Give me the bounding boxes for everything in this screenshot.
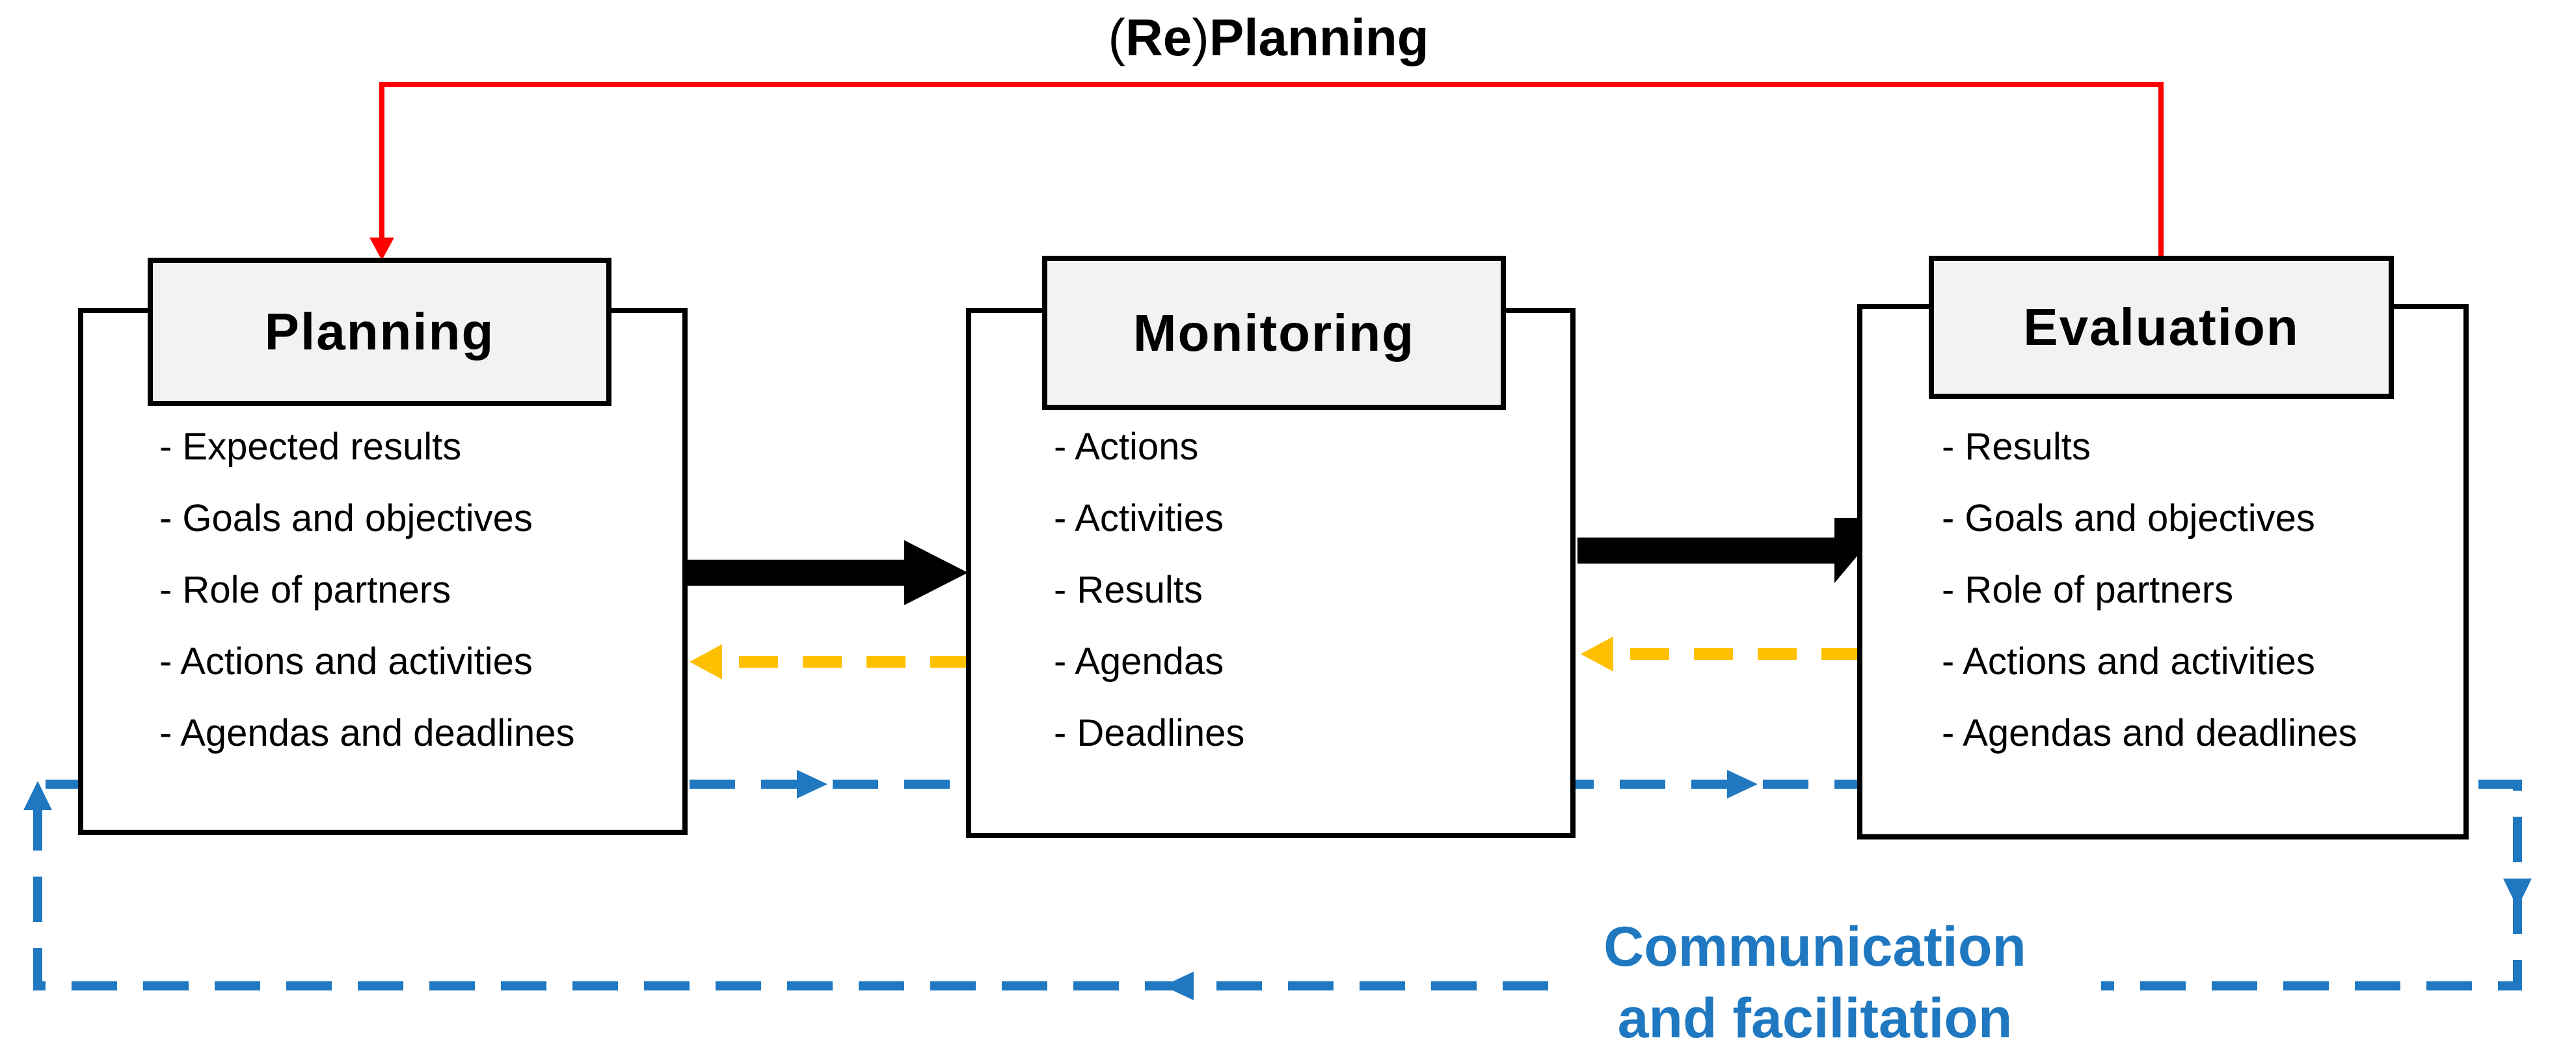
comm-arrowhead-1 <box>797 770 827 798</box>
monitoring-header: Monitoring <box>1042 256 1506 410</box>
planning-header: Planning <box>148 258 611 406</box>
list-item: - Results <box>1054 569 1203 611</box>
list-item: - Role of partners <box>1942 569 2234 611</box>
replanning-arrowhead <box>369 238 394 260</box>
evaluation-list: - Results - Goals and objectives - Role … <box>1942 411 2357 769</box>
replanning-rest: Planning <box>1209 8 1429 66</box>
evaluation-header: Evaluation <box>1929 256 2394 399</box>
replanning-title: (Re)Planning <box>846 8 1691 68</box>
monitoring-list: - Actions - Activities - Results - Agend… <box>1054 411 1244 769</box>
feedback-arrow-monitoring-to-planning <box>690 644 969 679</box>
list-item: - Expected results <box>159 426 462 468</box>
replanning-re: Re <box>1125 8 1192 66</box>
comm-arrowhead-3 <box>2503 879 2532 908</box>
list-item: - Agendas and deadlines <box>159 712 575 754</box>
list-item: - Actions <box>1054 426 1199 468</box>
list-item: - Actions and activities <box>1942 640 2315 683</box>
list-item: - Agendas and deadlines <box>1942 712 2357 754</box>
planning-list: - Expected results - Goals and objective… <box>159 411 575 769</box>
replanning-close-paren: ) <box>1192 8 1209 66</box>
list-item: - Activities <box>1054 497 1224 539</box>
comm-arrowhead-5 <box>23 781 52 810</box>
comm-arrowhead-4 <box>1163 972 1194 1000</box>
list-item: - Results <box>1942 426 2091 468</box>
replanning-open-paren: ( <box>1108 8 1125 66</box>
feedback-arrow-evaluation-to-monitoring <box>1581 636 1860 672</box>
forward-arrow-planning-to-monitoring <box>686 540 968 605</box>
replanning-loop-line <box>379 82 2164 260</box>
communication-line-2: and facilitation <box>1617 987 2013 1050</box>
forward-arrow-monitoring-to-evaluation <box>1577 518 1862 583</box>
list-item: - Deadlines <box>1054 712 1245 754</box>
communication-label: Communication and facilitation <box>1535 911 2095 1054</box>
communication-line-1: Communication <box>1603 916 2026 978</box>
list-item: - Agendas <box>1054 640 1224 683</box>
list-item: - Role of partners <box>159 569 451 611</box>
list-item: - Actions and activities <box>159 640 533 683</box>
list-item: - Goals and objectives <box>1942 497 2315 539</box>
list-item: - Goals and objectives <box>159 497 533 539</box>
comm-arrowhead-2 <box>1727 770 1758 798</box>
